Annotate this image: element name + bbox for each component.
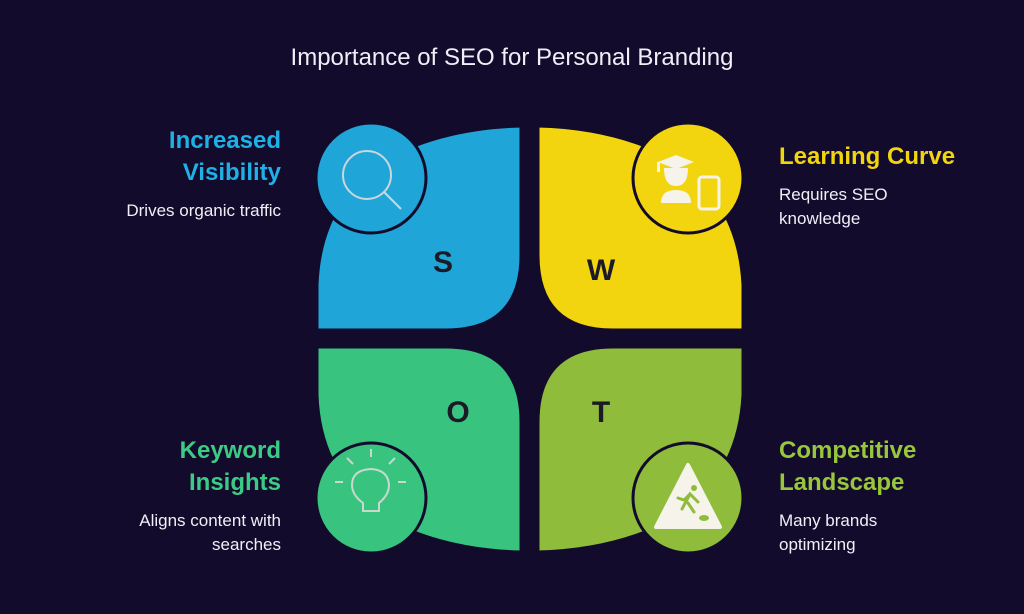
description-line: Requires SEO (779, 185, 888, 204)
page-title: Importance of SEO for Personal Branding (290, 44, 734, 71)
heading-line: Keyword (179, 437, 281, 464)
weakness-heading: Learning Curve (779, 141, 1024, 173)
strength-heading: Increased Visibility (21, 125, 281, 189)
heading-line: Insights (188, 469, 281, 496)
threat-block: Competitive Landscape Many brands optimi… (779, 435, 1024, 557)
weakness-description: Requires SEO knowledge (779, 183, 1024, 231)
threat-heading: Competitive Landscape (779, 435, 1024, 499)
description-line: Many brands (779, 511, 878, 530)
opportunity-block: Keyword Insights Aligns content with sea… (21, 435, 281, 557)
description-line: searches (212, 535, 281, 554)
threat-description: Many brands optimizing (779, 509, 1024, 557)
magnifier-icon (342, 150, 402, 210)
description-line: optimizing (779, 535, 856, 554)
letter-t: T (592, 396, 610, 429)
weakness-block: Learning Curve Requires SEO knowledge (779, 141, 1024, 231)
strength-description: Drives organic traffic (21, 199, 281, 223)
lightbulb-icon (335, 449, 406, 512)
heading-line: Competitive (779, 437, 917, 464)
opportunity-icon-circle (314, 441, 428, 555)
weakness-icon-circle (631, 121, 745, 235)
warning-slip-icon (654, 463, 722, 529)
description-line: knowledge (779, 209, 861, 228)
heading-line: Landscape (779, 469, 905, 496)
student-phone-icon (657, 155, 721, 211)
heading-line: Visibility (182, 159, 281, 186)
heading-line: Increased (168, 127, 281, 154)
strength-icon-circle (314, 121, 428, 235)
heading-line: Learning Curve (779, 143, 956, 170)
letter-o: O (446, 396, 469, 429)
description-line: Aligns content with (139, 511, 281, 530)
letter-w: W (587, 254, 616, 287)
strength-block: Increased Visibility Drives organic traf… (21, 125, 281, 223)
opportunity-heading: Keyword Insights (21, 435, 281, 499)
opportunity-description: Aligns content with searches (21, 509, 281, 557)
letter-s: S (433, 246, 453, 279)
description-line: Drives organic traffic (126, 201, 281, 220)
